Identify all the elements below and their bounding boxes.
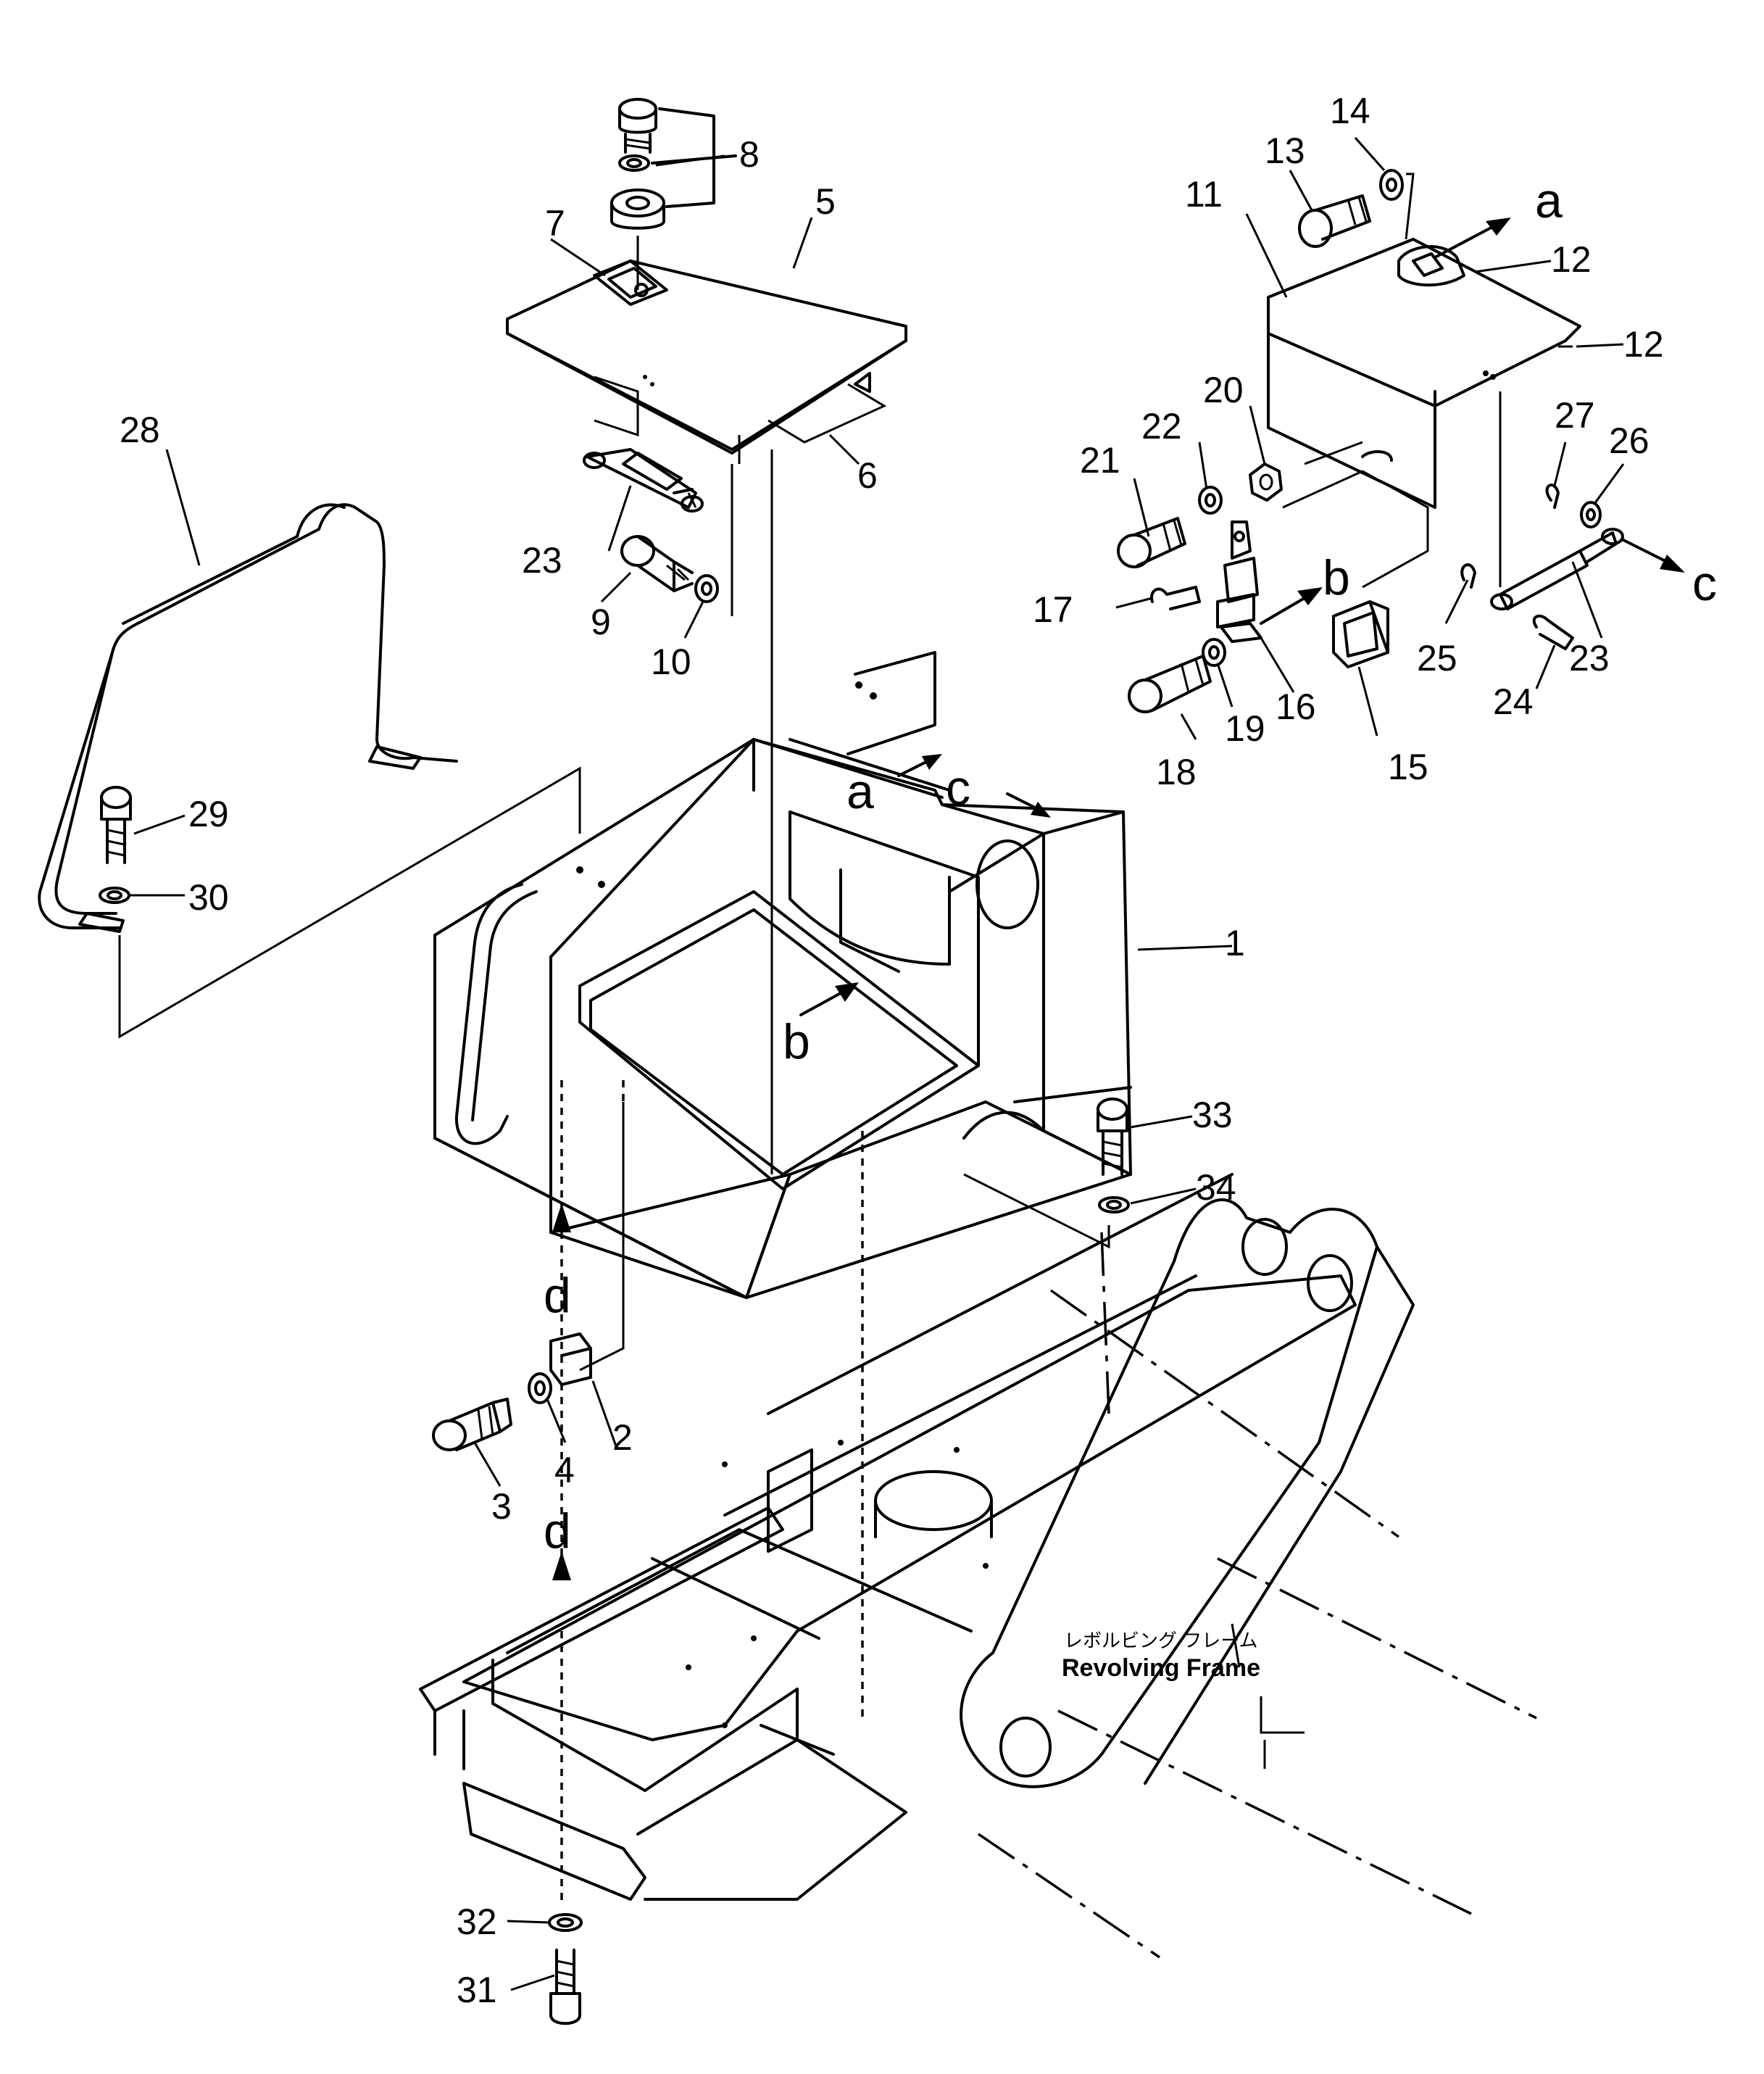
callout-23-right: 23 <box>1569 638 1610 679</box>
callout-3: 3 <box>491 1486 512 1527</box>
callout-5: 5 <box>815 181 836 222</box>
letter-b-box: b <box>783 1014 810 1069</box>
bolt-9-washer-10 <box>620 535 719 603</box>
callout-14: 14 <box>1330 91 1370 131</box>
callout-22: 22 <box>1141 406 1182 447</box>
callout-11: 11 <box>1185 174 1223 215</box>
arrows <box>552 217 1685 1580</box>
callout-13: 13 <box>1265 130 1305 171</box>
arrow-letters: a a b b c c d d <box>544 173 1717 1559</box>
callout-12b: 12 <box>1623 324 1664 365</box>
callout-25: 25 <box>1417 638 1457 679</box>
callout-10: 10 <box>651 642 691 682</box>
lid <box>506 260 907 464</box>
handle-bar-28 <box>38 503 581 1039</box>
callout-28: 28 <box>120 410 160 450</box>
callout-27: 27 <box>1555 395 1595 436</box>
callout-18: 18 <box>1156 752 1197 792</box>
callout-31: 31 <box>457 1970 497 2010</box>
letter-a-box: a <box>846 764 874 819</box>
bolt-31-washer-32 <box>548 1913 583 2025</box>
letter-c-right: c <box>1692 556 1717 611</box>
callout-26: 26 <box>1609 420 1649 461</box>
callout-17: 17 <box>1033 589 1073 630</box>
letter-d-lower: d <box>544 1503 571 1559</box>
gas-spring-23-right <box>1460 484 1624 650</box>
callout-23-left: 23 <box>522 540 562 581</box>
callout-34: 34 <box>1196 1167 1236 1208</box>
callout-8: 8 <box>739 134 760 175</box>
callout-2: 2 <box>612 1417 633 1458</box>
battery-box <box>433 651 1132 1299</box>
frame-label-jp: レボルビング フレーム <box>1064 1630 1258 1652</box>
callout-4: 4 <box>554 1450 575 1490</box>
callout-33: 33 <box>1192 1095 1233 1135</box>
revolving-frame <box>419 1173 1537 1959</box>
bracket-2-bolt-3-washer-4 <box>432 1102 625 1451</box>
callout-9: 9 <box>591 602 611 642</box>
callout-6: 6 <box>857 455 878 496</box>
gas-spring-23-left <box>583 448 704 513</box>
letter-c-box: c <box>946 760 970 816</box>
frame-label-en: Revolving Frame <box>1062 1654 1260 1682</box>
callout-15: 15 <box>1388 747 1428 787</box>
bolt-29-washer-30 <box>99 786 132 904</box>
callout-30: 30 <box>188 877 229 918</box>
letter-b-right: b <box>1323 550 1350 605</box>
letter-a-right: a <box>1535 173 1563 228</box>
cover-11 <box>1267 173 1581 589</box>
callout-labels: 1 2 3 4 5 6 7 8 9 10 11 12 12 13 14 15 1… <box>120 91 1664 2010</box>
callout-29: 29 <box>188 794 229 834</box>
callout-20: 20 <box>1203 370 1244 410</box>
callout-12a: 12 <box>1551 239 1592 280</box>
callout-21: 21 <box>1080 440 1120 481</box>
callout-19: 19 <box>1225 708 1265 749</box>
callout-24: 24 <box>1493 681 1534 722</box>
leader-lines <box>130 137 1625 1991</box>
bolt-13-washer-14 <box>1298 169 1404 248</box>
callout-7: 7 <box>545 203 565 244</box>
bolt-33-washer-34 <box>963 1098 1130 1249</box>
callout-1: 1 <box>1225 923 1245 963</box>
latch-assembly <box>1117 462 1389 713</box>
frame-label: レボルビング フレーム Revolving Frame <box>1062 1630 1260 1682</box>
callout-16: 16 <box>1276 687 1316 727</box>
letter-d-upper: d <box>544 1268 571 1323</box>
callout-32: 32 <box>457 1901 497 1942</box>
